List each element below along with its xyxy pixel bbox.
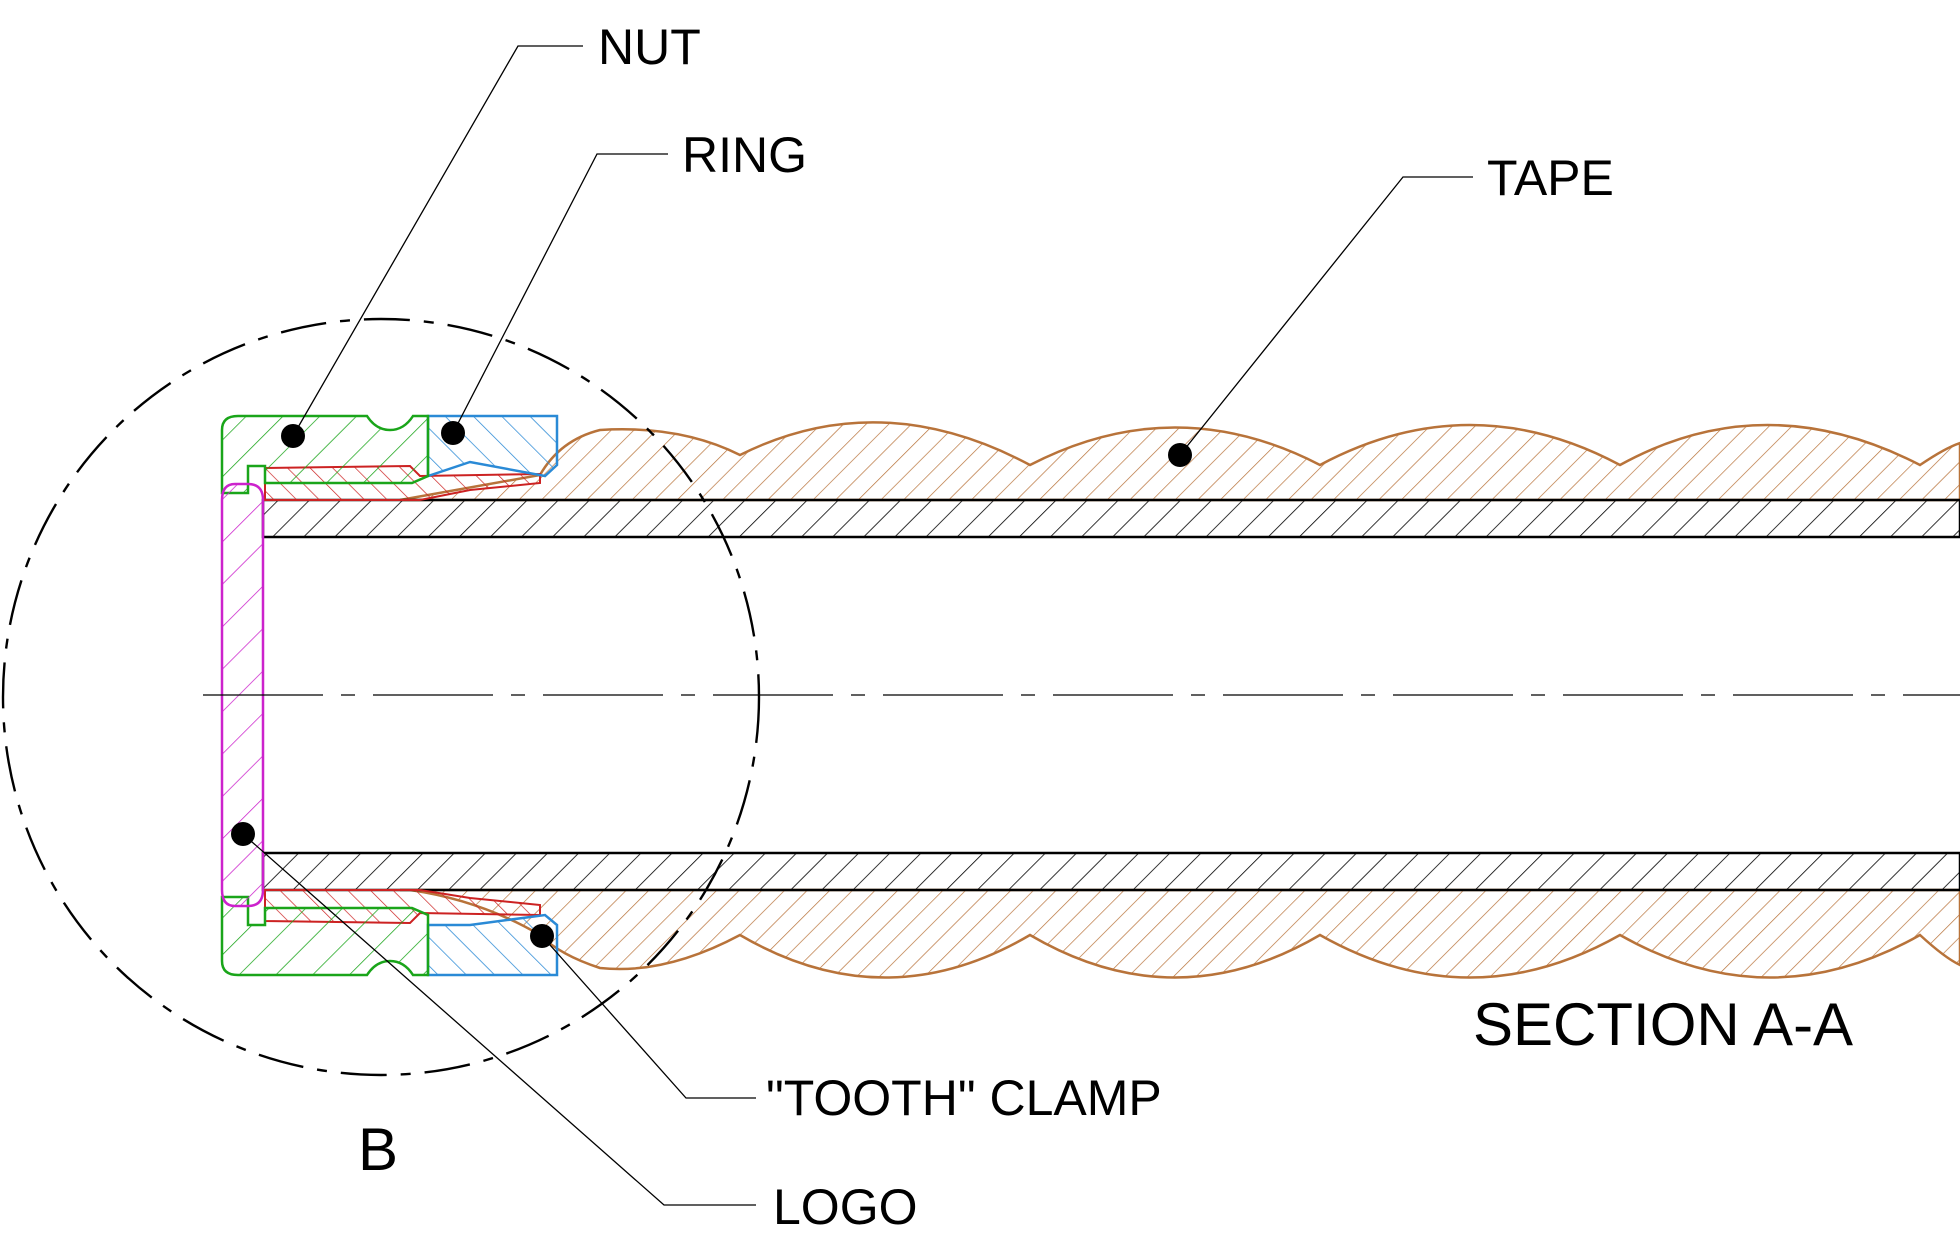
nut-top [220,414,430,495]
leader-logo [242,833,756,1206]
nut-bottom [220,895,430,977]
callout-dot-tooth-clamp [530,924,554,948]
label-tooth-clamp: "TOOTH" CLAMP [766,1070,1162,1126]
label-tape: TAPE [1487,150,1614,206]
callout-dot-nut [281,424,305,448]
detail-circle-b [1,317,761,1077]
callout-dot-tape [1168,443,1192,467]
label-logo: LOGO [773,1179,917,1235]
leader-ring [452,153,668,434]
leader-tooth-clamp [541,935,756,1099]
label-ring: RING [682,127,807,183]
leader-nut [292,45,583,437]
detail-label-b: B [358,1116,398,1183]
callout-dot-ring [441,421,465,445]
section-title: SECTION A-A [1473,991,1853,1058]
callout-dot-logo [231,822,255,846]
leader-tape [1179,176,1473,456]
pipe-wall-top [261,498,1960,539]
pipe-wall-bottom [261,851,1960,892]
label-nut: NUT [598,19,701,75]
tape-bottom [400,888,1960,979]
